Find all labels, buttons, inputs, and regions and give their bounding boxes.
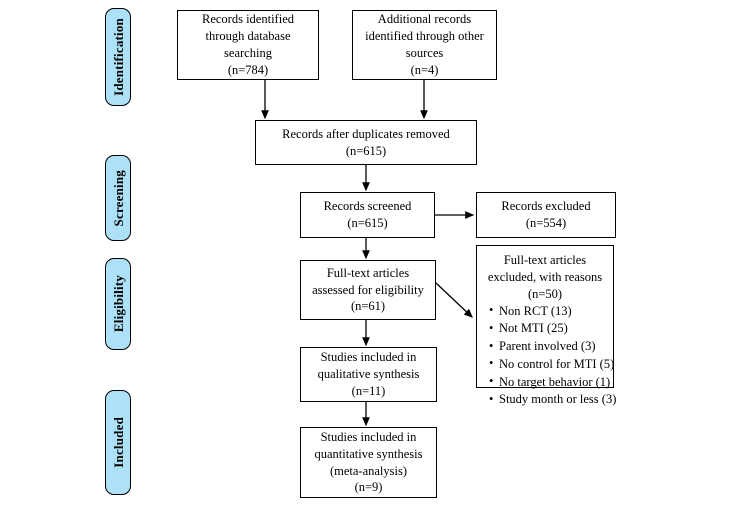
box-line: through database [205,29,291,44]
list-item: Not MTI (25) [489,320,609,338]
box-line: searching [224,46,272,60]
box-qualitative-synthesis: Studies included in qualitative synthesi… [300,347,437,402]
box-line: (n=61) [350,299,386,314]
phase-tab-screening-label: Screening [110,169,126,227]
box-line: Studies included in [320,350,417,365]
box-records-after-duplicates-removed: Records after duplicates removed (n=615) [255,120,477,165]
list-item: Non RCT (13) [489,302,609,321]
box-line: (meta-analysis) [329,463,408,478]
box-records-identified-database: Records identified through database sear… [177,10,319,80]
phase-tab-eligibility: Eligibility [105,258,131,350]
list-item: Study month or less (3) [489,391,616,409]
box-line: (n=554) [525,216,567,230]
box-line: identified through other [365,29,484,44]
box-line: Studies included in [320,429,417,444]
box-line: (n=615) [347,216,388,230]
box-records-identified-other-sources: Additional records identified through ot… [352,10,497,80]
phase-tab-included: Included [105,390,131,495]
box-records-excluded: Records excluded (n=554) [476,192,616,238]
box-line: (n=9) [354,480,383,495]
phase-tab-screening: Screening [105,155,131,241]
box-line: Records identified [202,12,294,27]
box-fulltext-assessed-eligibility: Full-text articles assessed for eligibil… [300,260,436,320]
box-line: Records after duplicates removed [282,126,450,141]
box-line: excluded, with reasons [487,269,603,284]
phase-tab-eligibility-label: Eligibility [110,275,126,333]
arrow-fulltext-to-excluded-reasons [435,282,473,318]
phase-tab-included-label: Included [110,417,126,468]
box-line: Full-text articles [326,265,410,280]
box-line: (n=50) [527,286,563,301]
box-line: sources [405,46,444,60]
list-item: Parent involved (3) [489,338,609,356]
box-line: Full-text articles [503,253,587,267]
box-line: (n=4) [410,62,439,77]
box-line: Records excluded [501,199,591,214]
box-line: (n=784) [227,62,269,77]
box-quantitative-synthesis: Studies included in quantitative synthes… [300,427,437,498]
box-line: qualitative synthesis [317,367,420,382]
box-fulltext-excluded-with-reasons: Full-text articles excluded, with reason… [476,245,616,408]
phase-tab-identification-label: Identification [110,18,126,96]
box-records-screened: Records screened (n=615) [300,192,435,238]
box-line: assessed for eligibility [312,282,424,297]
box-line: quantitative synthesis [314,446,423,461]
list-item: No control for MTI (5) [489,355,614,374]
box-line: (n=11) [351,383,386,398]
list-item: No target behavior (1) [489,373,610,392]
box-line: (n=615) [345,143,387,158]
box-line: Additional records [377,12,472,27]
phase-tab-identification: Identification [105,8,131,106]
exclusion-reason-list: Non RCT (13) Not MTI (25) Parent involve… [481,302,616,410]
box-line: Records screened [323,199,412,214]
